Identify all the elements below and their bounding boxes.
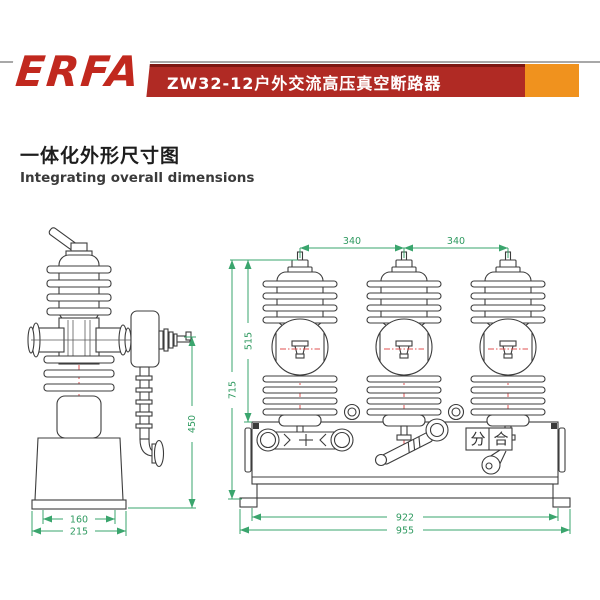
front-pole-3 [470, 251, 546, 449]
banner-accent-block [525, 64, 579, 97]
section-heading: 一体化外形尺寸图 Integrating overall dimensions [20, 141, 254, 186]
side-upper-insulator [46, 254, 112, 322]
side-operating-cable [135, 366, 165, 468]
dim-160: 160 [70, 515, 88, 526]
dim-450: 450 [187, 415, 198, 433]
dim-340-left: 340 [343, 236, 361, 247]
front-view-drawing: 分 合 340 340 [226, 236, 571, 537]
open-close-indicator: 分 合 [465, 427, 513, 475]
section-title-en: Integrating overall dimensions [20, 170, 255, 186]
indicator-close-label: 合 [493, 430, 508, 448]
indicator-open-label: 分 [470, 430, 485, 448]
side-mechanism-box [130, 310, 192, 368]
company-logo: ERFA [9, 44, 152, 100]
dim-340-right: 340 [447, 236, 465, 247]
tank-interlock-bar [256, 428, 354, 452]
operating-lever [374, 418, 449, 467]
lifting-rings [343, 403, 465, 421]
header-divider-line [0, 61, 600, 63]
side-view-drawing: 450 160 215 [27, 227, 198, 538]
front-pole-2 [366, 251, 442, 449]
dim-515: 515 [244, 332, 255, 350]
front-pole-1 [262, 251, 338, 448]
title-banner: ZW32-12户外交流高压真空断路器 [131, 64, 525, 97]
side-lower-insulator-base [31, 355, 127, 510]
dim-215: 215 [70, 527, 88, 538]
dim-922: 922 [396, 513, 414, 524]
dim-715: 715 [228, 381, 239, 399]
dim-955: 955 [396, 526, 414, 537]
side-view-dimensions: 450 160 215 [31, 336, 198, 538]
side-top-terminal [48, 227, 93, 258]
section-title-zh: 一体化外形尺寸图 [20, 145, 181, 167]
front-view-dimensions: 340 340 515 715 922 [226, 236, 571, 537]
product-title: ZW32-12户外交流高压真空断路器 [167, 74, 442, 93]
